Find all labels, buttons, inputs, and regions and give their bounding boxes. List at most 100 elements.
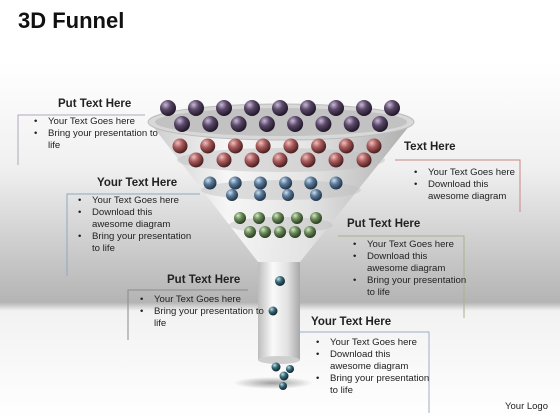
funnel-ball: [255, 138, 271, 154]
funnel-ball: [272, 212, 284, 224]
funnel-ball: [300, 152, 316, 168]
bullet-item: Bring your presentation to life: [34, 128, 158, 152]
funnel-ball: [253, 212, 265, 224]
bullet-item: Download this awesome diagram: [414, 179, 528, 203]
bullet-list: Your Text Goes here Download this awesom…: [404, 167, 528, 203]
funnel-ball: [356, 152, 372, 168]
bullet-list: Your Text Goes here Bring your presentat…: [130, 294, 264, 330]
text-block-1: Put Text Here Your Text Goes here Bring …: [24, 98, 158, 152]
block-heading: Text Here: [404, 141, 456, 153]
connector-line-1: [17, 114, 145, 165]
funnel-ball: [216, 152, 232, 168]
funnel-ball: [234, 212, 246, 224]
funnel-ball: [343, 116, 360, 132]
funnel-ball: [230, 116, 247, 132]
funnel-ball: [304, 226, 316, 238]
funnel-shadow: [233, 377, 313, 389]
funnel-ball: [279, 176, 293, 190]
funnel-ball: [203, 176, 217, 190]
funnel-ball: [310, 189, 322, 201]
funnel-ball: [253, 176, 267, 190]
connector-line-3: [66, 193, 200, 276]
bullet-list: Your Text Goes here Bring your presentat…: [24, 116, 158, 152]
funnel-ball: [216, 100, 232, 116]
bullet-item: Bring your presentation to life: [353, 275, 467, 299]
text-block-5: Put Text Here Your Text Goes here Bring …: [130, 274, 264, 330]
text-block-4: Put Text Here Your Text Goes here Downlo…: [343, 218, 467, 299]
bullet-list: Your Text Goes here Download this awesom…: [343, 239, 467, 299]
funnel-ball: [328, 100, 344, 116]
connector-line-5: [127, 289, 248, 340]
logo-text: Your Logo: [505, 401, 548, 412]
funnel-ball: [272, 152, 288, 168]
bullet-item: Bring your presentation to life: [316, 373, 430, 397]
block-heading: Your Text Here: [311, 316, 392, 328]
funnel-ball: [372, 116, 388, 132]
funnel-ball: [202, 116, 219, 132]
funnel-ball: [275, 276, 285, 286]
funnel-ball: [226, 189, 238, 201]
funnel-ball: [283, 138, 299, 154]
block-heading: Put Text Here: [58, 98, 132, 110]
bullet-item: Bring your presentation to life: [140, 306, 264, 330]
bullet-item: Your Text Goes here: [140, 294, 264, 306]
text-block-2: Text Here Your Text Goes here Download t…: [404, 141, 528, 203]
funnel-ball: [279, 371, 289, 381]
funnel-ball: [300, 100, 316, 116]
block-heading: Put Text Here: [347, 218, 421, 230]
bullet-item: Bring your presentation to life: [78, 231, 192, 255]
bullet-list: Your Text Goes here Download this awesom…: [68, 195, 192, 255]
funnel-balls: [160, 100, 400, 390]
funnel-ball: [188, 100, 204, 116]
bullet-item: Your Text Goes here: [353, 239, 467, 251]
funnel-ball: [160, 100, 176, 116]
funnel-ball: [338, 138, 354, 154]
funnel-ball: [258, 116, 275, 132]
bullet-item: Download this awesome diagram: [78, 207, 192, 231]
funnel-ball: [172, 138, 188, 154]
funnel-ball: [310, 212, 322, 224]
funnel-ball: [304, 176, 318, 190]
bullet-item: Your Text Goes here: [34, 116, 158, 128]
funnel-ball: [254, 189, 266, 201]
funnel-ball: [274, 226, 286, 238]
funnel-ball: [200, 138, 216, 154]
funnel-ball: [328, 152, 344, 168]
funnel-ball: [311, 138, 327, 154]
bullet-item: Your Text Goes here: [316, 337, 430, 349]
funnel-ball: [289, 226, 301, 238]
funnel-ball: [228, 176, 242, 190]
funnel-ball: [244, 152, 260, 168]
funnel-ball: [287, 116, 304, 132]
funnel-ball: [366, 138, 382, 154]
funnel-ball: [356, 100, 372, 116]
funnel-ball: [271, 362, 281, 372]
bullet-list: Your Text Goes here Download this awesom…: [306, 337, 430, 397]
text-block-6: Your Text Here Your Text Goes here Downl…: [306, 316, 430, 397]
funnel-ball: [244, 100, 260, 116]
funnel-ball: [259, 226, 271, 238]
funnel-ball: [286, 365, 294, 373]
funnel-ball: [279, 382, 287, 390]
text-block-3: Your Text Here Your Text Goes here Downl…: [68, 177, 192, 255]
funnel-ball: [188, 152, 204, 168]
funnel-tube-bottom: [258, 356, 300, 364]
bullet-item: Your Text Goes here: [414, 167, 528, 179]
funnel-ball: [329, 176, 343, 190]
block-heading: Your Text Here: [97, 177, 178, 189]
funnel-ball: [244, 226, 256, 238]
funnel-ball: [227, 138, 243, 154]
bullet-item: Your Text Goes here: [78, 195, 192, 207]
page-title: 3D Funnel: [18, 8, 125, 33]
funnel-ball: [268, 306, 278, 316]
block-heading: Put Text Here: [167, 274, 241, 286]
bullet-item: Download this awesome diagram: [316, 349, 430, 373]
funnel-ball: [384, 100, 400, 116]
funnel-ball: [272, 100, 288, 116]
funnel-ball: [315, 116, 332, 132]
bullet-item: Download this awesome diagram: [353, 251, 467, 275]
funnel-ball: [174, 116, 190, 132]
funnel-ball: [282, 189, 294, 201]
funnel-ball: [291, 212, 303, 224]
